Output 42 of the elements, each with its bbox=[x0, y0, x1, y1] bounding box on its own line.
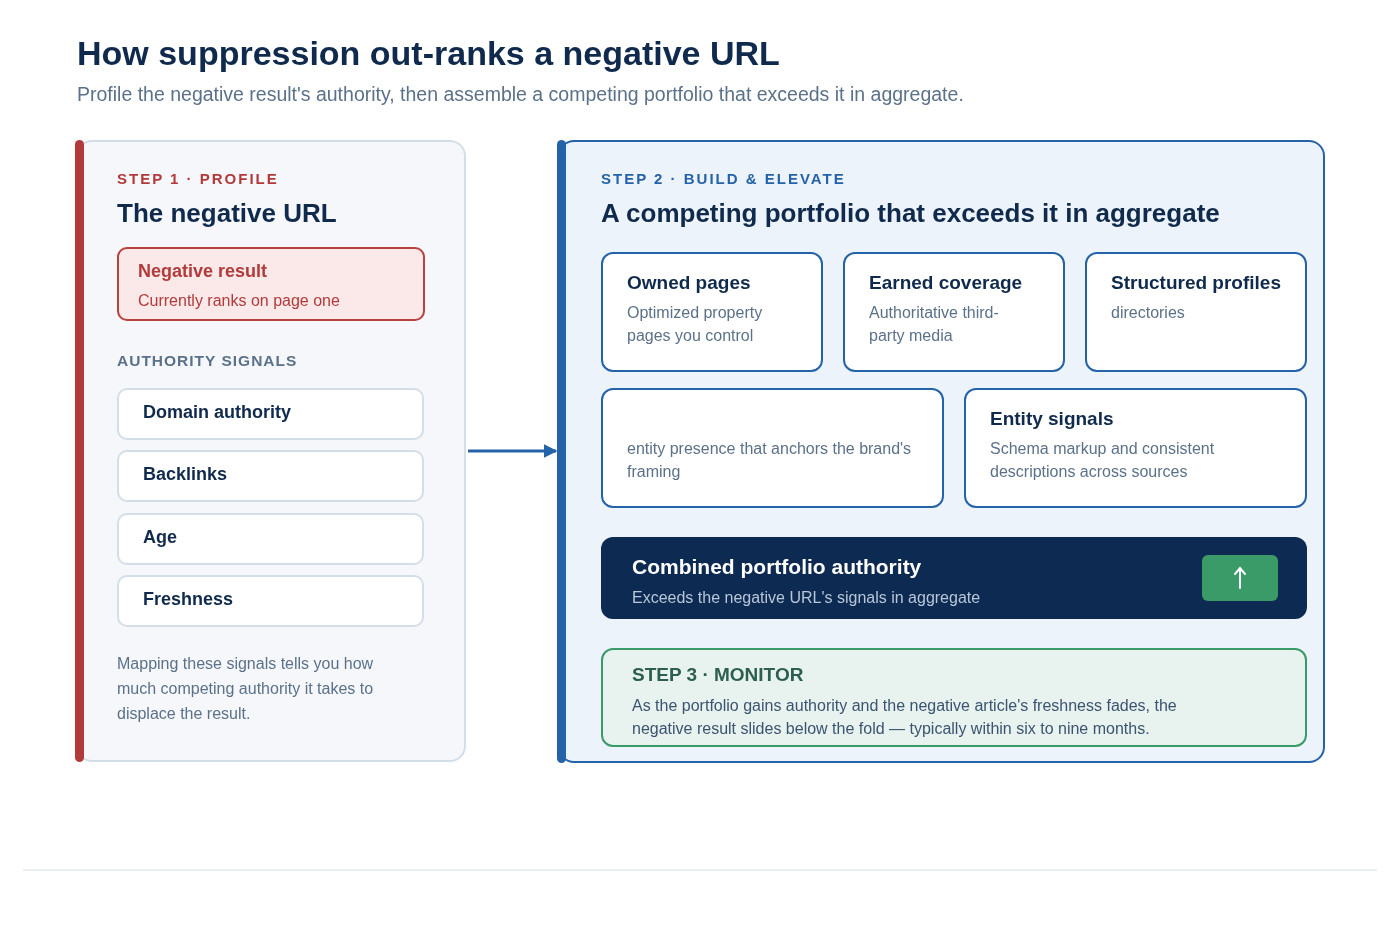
strategy-card bbox=[601, 388, 944, 508]
banner-description: Exceeds the negative URL's signals in aggregate bbox=[632, 588, 982, 608]
step-heading: STEP 3 · MONITOR bbox=[632, 663, 804, 686]
step-label: STEP 1 · PROFILE bbox=[117, 170, 279, 188]
signal-label: Domain authority bbox=[143, 402, 291, 423]
step-panel bbox=[76, 140, 466, 762]
card-title: Structured profiles bbox=[1111, 271, 1281, 294]
step-box bbox=[601, 648, 1307, 747]
strategy-card bbox=[601, 252, 823, 372]
diagram-title: How suppression out-ranks a negative URL bbox=[77, 33, 780, 73]
signal-label: Age bbox=[143, 527, 177, 548]
signal-label: Freshness bbox=[143, 589, 234, 610]
card-description: directories bbox=[1111, 303, 1186, 323]
subtitle: Profile the negative result's authority, then assemble a competing portfolio that exceeds it in aggregate. bbox=[77, 83, 964, 106]
result-description: Currently ranks on page one bbox=[138, 291, 341, 311]
signal-label: Backlinks bbox=[143, 464, 228, 485]
card-title: Entity signals bbox=[990, 407, 1114, 430]
arrow bbox=[468, 444, 558, 458]
result-box bbox=[117, 247, 425, 321]
section-heading: AUTHORITY SIGNALS bbox=[117, 352, 298, 370]
card-description: entity presence that anchors the brand's framing bbox=[627, 439, 913, 482]
panel-heading: A competing portfolio that exceeds it in aggregate bbox=[601, 198, 1220, 228]
signal-box bbox=[117, 575, 424, 627]
result-title: Negative result bbox=[138, 261, 268, 282]
note-text: Mapping these signals tells you how much competing authority it takes to displace the result. bbox=[117, 654, 375, 724]
card-description: Authoritative third-party media bbox=[869, 303, 1000, 346]
signal-box bbox=[117, 450, 424, 502]
card-title: Owned pages bbox=[627, 271, 751, 294]
card-title: Earned coverage bbox=[869, 271, 1023, 294]
step-label: STEP 2 · BUILD & ELEVATE bbox=[601, 170, 846, 188]
signal-box bbox=[117, 513, 424, 565]
strategy-card bbox=[1085, 252, 1307, 372]
step-panel bbox=[558, 140, 1325, 763]
strategy-card bbox=[843, 252, 1065, 372]
banner-title: Combined portfolio authority bbox=[632, 555, 922, 579]
panel-heading: The negative URL bbox=[117, 198, 337, 228]
card-description: Schema markup and consistent descriptions across sources bbox=[990, 439, 1216, 482]
step-description: As the portfolio gains authority and the negative article's freshness fades, the negative result slides below the fold — typically within six to nine months. bbox=[632, 696, 1178, 739]
strategy-card bbox=[964, 388, 1307, 508]
summary-banner bbox=[601, 537, 1307, 619]
signal-box bbox=[117, 388, 424, 440]
card-description: Optimized property pages you control bbox=[627, 303, 764, 346]
